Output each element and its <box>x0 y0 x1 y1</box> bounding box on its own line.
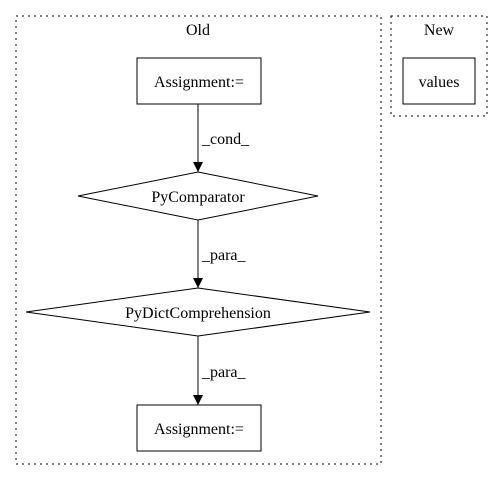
node-values-label: values <box>419 74 460 91</box>
cluster-new: New <box>390 15 488 117</box>
edge-cond-label: _cond_ <box>201 131 250 148</box>
node-assignment-top[interactable]: Assignment:= <box>136 57 262 105</box>
node-assignment-top-label: Assignment:= <box>154 74 244 91</box>
cluster-new-label: New <box>424 22 455 39</box>
edge-cond: _cond_ <box>193 104 250 172</box>
node-pydictcomprehension[interactable]: PyDictComprehension <box>25 287 371 337</box>
node-pycomparator[interactable]: PyComparator <box>77 171 319 221</box>
edge-para-2: _para_ <box>193 336 247 405</box>
node-pycomparator-label: PyComparator <box>151 189 245 206</box>
cluster-old-label: Old <box>186 22 210 39</box>
node-pydictcomprehension-label: PyDictComprehension <box>125 305 271 322</box>
node-assignment-bottom[interactable]: Assignment:= <box>136 404 262 452</box>
node-values[interactable]: values <box>402 57 476 105</box>
edge-para-2-label: _para_ <box>201 364 247 381</box>
edge-para-1: _para_ <box>193 220 247 288</box>
node-assignment-bottom-label: Assignment:= <box>154 421 244 438</box>
cluster-old: Old <box>15 15 382 465</box>
edge-para-1-label: _para_ <box>201 247 247 264</box>
